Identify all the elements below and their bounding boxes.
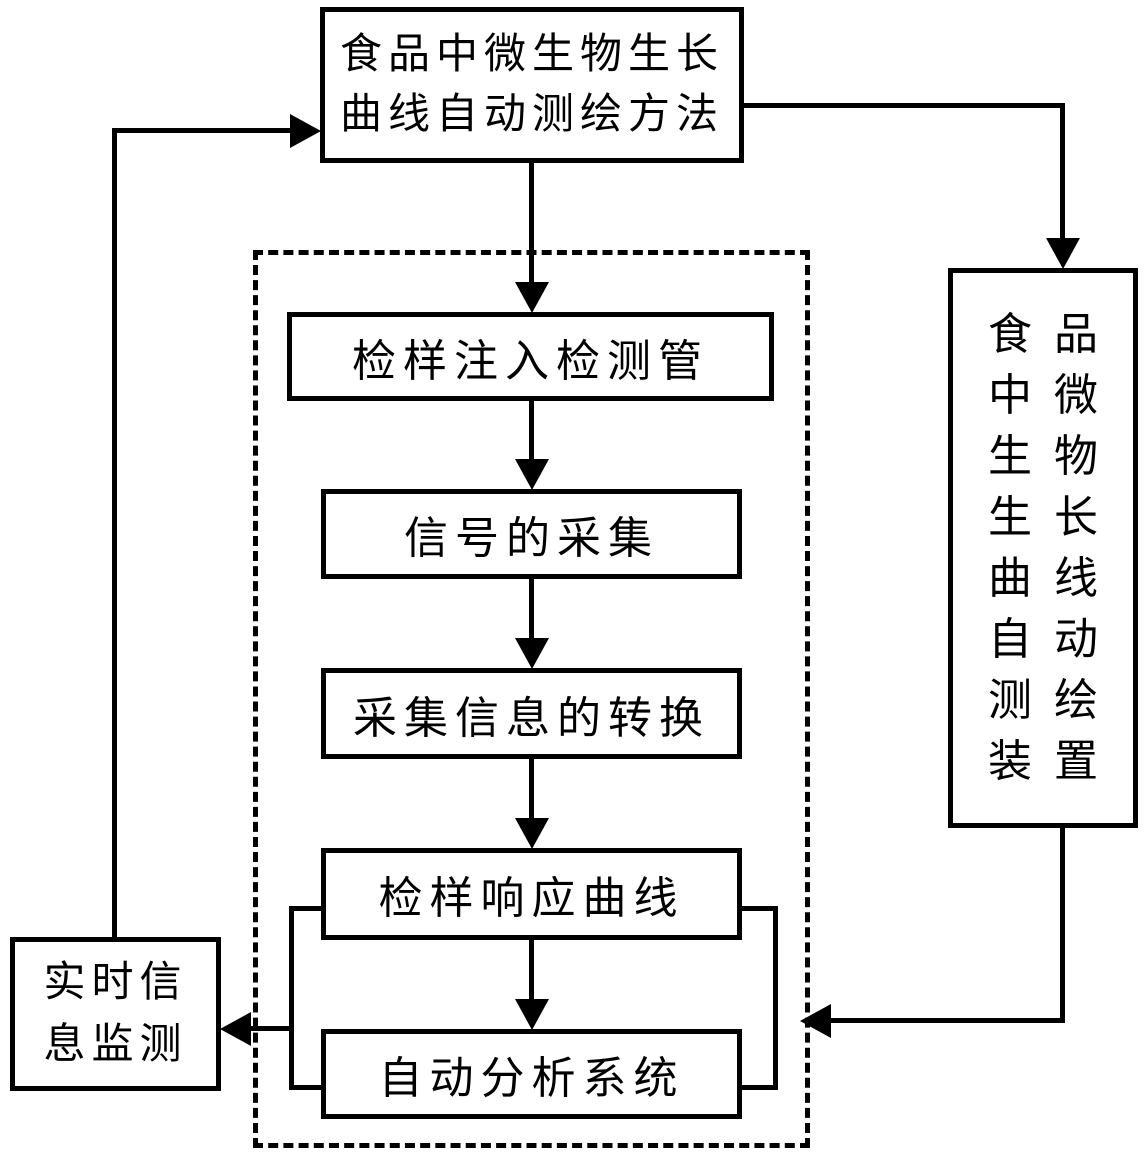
- node-step-analysis: 自动分析系统: [321, 1029, 742, 1119]
- step2-to-step3-line: [529, 579, 534, 639]
- feedback-left-vertical-line: [112, 128, 117, 937]
- left-bracket-top-line: [289, 906, 322, 911]
- node-step-signal: 信号的采集: [321, 489, 742, 579]
- method-line-2: 曲线自动测绘方法: [339, 92, 724, 138]
- device-line-6: 自动: [988, 615, 1120, 664]
- step-analysis-label: 自动分析系统: [378, 1054, 685, 1103]
- device-line-5: 曲线: [988, 554, 1120, 603]
- bracket-to-monitor-arrowhead-icon: [220, 1012, 251, 1046]
- step-inject-label: 检样注入检测管: [352, 336, 709, 386]
- method-line-1: 食品中微生物生长: [339, 32, 724, 78]
- device-line-1: 食品: [988, 310, 1120, 359]
- device-line-7: 测绘: [988, 676, 1120, 725]
- method-to-step1-line: [529, 163, 534, 285]
- step4-to-step5-arrowhead-icon: [515, 999, 549, 1030]
- step2-to-step3-arrowhead-icon: [515, 638, 549, 669]
- step-convert-label: 采集信息的转换: [353, 693, 710, 743]
- step3-to-step4-arrowhead-icon: [515, 818, 549, 849]
- monitor-line-2: 息监测: [43, 1022, 188, 1068]
- step4-to-step5-line: [529, 940, 534, 1001]
- node-step-curve: 检样响应曲线: [321, 848, 742, 940]
- node-monitor: 实时信 息监测: [10, 937, 221, 1091]
- device-line-3: 生物: [988, 432, 1120, 481]
- device-down-vertical-line: [1060, 828, 1065, 1021]
- node-step-inject: 检样注入检测管: [287, 312, 774, 401]
- right-bracket-vertical-line: [773, 906, 778, 1090]
- step1-to-step2-line: [529, 401, 534, 461]
- feedback-into-method-arrowhead-icon: [290, 114, 321, 148]
- node-device: 食品 中微 生物 生长 曲线 自动 测绘 装置: [948, 268, 1138, 828]
- left-bracket-vertical-line: [289, 906, 294, 1090]
- device-line-4: 生长: [988, 493, 1120, 542]
- node-method: 食品中微生物生长 曲线自动测绘方法: [320, 7, 744, 163]
- right-bracket-top-line: [742, 906, 778, 911]
- step-curve-label: 检样响应曲线: [378, 874, 685, 923]
- step-signal-label: 信号的采集: [404, 514, 659, 563]
- step3-to-step4-line: [529, 759, 534, 819]
- method-to-device-arrowhead-icon: [1046, 238, 1080, 269]
- right-bracket-bottom-line: [742, 1085, 778, 1090]
- step1-to-step2-arrowhead-icon: [515, 459, 549, 490]
- method-to-device-vertical-line: [1060, 103, 1065, 240]
- device-line-8: 装置: [988, 737, 1120, 786]
- device-to-region-arrowhead-icon: [800, 1004, 831, 1038]
- node-step-convert: 采集信息的转换: [321, 668, 742, 759]
- monitor-line-1: 实时信: [43, 960, 188, 1006]
- feedback-top-horizontal-line: [112, 128, 292, 133]
- method-to-step1-arrowhead-icon: [515, 282, 549, 313]
- left-bracket-bottom-line: [289, 1085, 322, 1090]
- device-to-region-horizontal-line: [828, 1018, 1065, 1023]
- method-to-device-horizontal-line: [743, 103, 1065, 108]
- bracket-to-monitor-line: [248, 1026, 294, 1031]
- device-line-2: 中微: [988, 371, 1120, 420]
